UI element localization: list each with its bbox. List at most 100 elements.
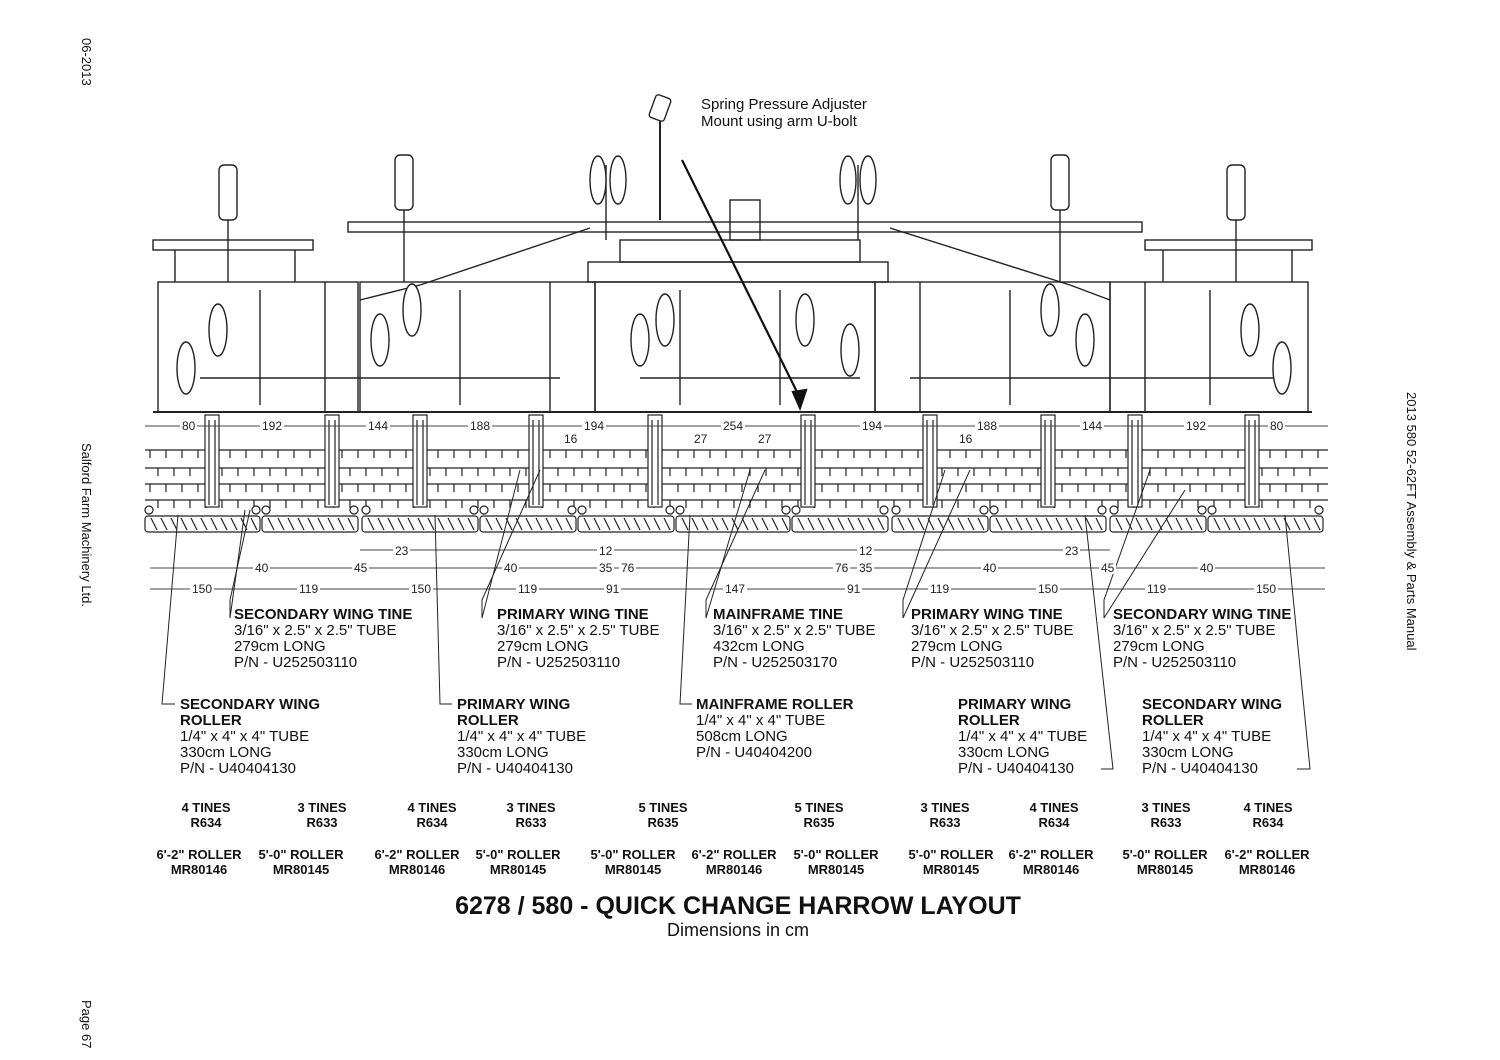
secondary-wing-tine-callout: SECONDARY WING TINE 3/16" x 2.5" x 2.5" … <box>234 607 412 671</box>
roller-bar <box>623 517 631 531</box>
roller-mount <box>665 505 675 515</box>
secondary-wing-roller-callout: SECONDARY WING ROLLER 1/4" x 4" x 4" TUB… <box>180 697 320 777</box>
roller-bar <box>545 517 553 531</box>
roller-bar <box>917 517 925 531</box>
dim-label: 12 <box>597 544 615 558</box>
roller-mount <box>1197 505 1207 515</box>
roller-bar <box>721 517 729 531</box>
callout-title: ROLLER <box>180 712 242 729</box>
roller-bar <box>1095 517 1103 531</box>
roller-bar <box>1035 517 1043 531</box>
dim-label: 144 <box>366 419 391 433</box>
callout-title: MAINFRAME TINE <box>713 606 843 623</box>
roller-mount <box>781 505 791 515</box>
roller-mount <box>567 505 577 515</box>
roller-bar <box>691 517 699 531</box>
roller-bar <box>633 517 641 531</box>
dim-label: 23 <box>1063 544 1081 558</box>
callout-line: 1/4" x 4" x 4" TUBE <box>1142 728 1272 745</box>
roller-bar <box>1233 517 1241 531</box>
dim-label: 188 <box>975 419 1000 433</box>
roller-bar <box>877 517 885 531</box>
callout-line: 330cm LONG <box>958 744 1050 761</box>
roller-bar <box>1135 517 1143 531</box>
roller-mount <box>144 505 154 515</box>
roller-bar <box>937 517 945 531</box>
roller-bar <box>1243 517 1251 531</box>
roller-mount <box>1097 505 1107 515</box>
roller-bar <box>781 517 789 531</box>
harrow-shank <box>1127 414 1143 508</box>
secondary-wing-tine-callout: SECONDARY WING TINE 3/16" x 2.5" x 2.5" … <box>1113 607 1291 671</box>
dim-label: 192 <box>260 419 285 433</box>
roller-mount <box>251 505 261 515</box>
roller-bar <box>367 517 375 531</box>
callout-line: P/N - U252503110 <box>1113 654 1237 671</box>
callout-line: 432cm LONG <box>713 638 805 655</box>
roller <box>261 515 359 533</box>
callout-line: 3/16" x 2.5" x 2.5" TUBE <box>911 622 1074 639</box>
dim-label: 45 <box>352 561 370 575</box>
callout-line: 3/16" x 2.5" x 2.5" TUBE <box>1113 622 1276 639</box>
roller-bar <box>593 517 601 531</box>
callout-title: PRIMARY WING <box>958 696 1072 713</box>
roller-bar <box>170 517 178 531</box>
dim-label: 188 <box>468 419 493 433</box>
dim-label: 23 <box>393 544 411 558</box>
harrow-shank <box>922 414 938 508</box>
roller-bar <box>1075 517 1083 531</box>
roller <box>891 515 989 533</box>
roller-bar <box>583 517 591 531</box>
roller-bar <box>857 517 865 531</box>
roller-bar <box>1085 517 1093 531</box>
right-platform <box>1144 239 1313 251</box>
dim-label: 192 <box>1184 419 1209 433</box>
roller-bar <box>771 517 779 531</box>
harrow-shank <box>528 414 544 508</box>
roller-mount <box>675 505 685 515</box>
roller-bar <box>663 517 671 531</box>
roller-bar <box>995 517 1003 531</box>
roller-bar <box>1115 517 1123 531</box>
dim-label: 80 <box>180 419 198 433</box>
mainframe-roller-callout: MAINFRAME ROLLER 1/4" x 4" x 4" TUBE 508… <box>696 697 854 761</box>
callout-line: 279cm LONG <box>1113 638 1205 655</box>
callout-title: SECONDARY WING TINE <box>234 606 413 623</box>
dim-label: 194 <box>582 419 607 433</box>
roller-bar <box>947 517 955 531</box>
primary-wing-roller-callout: PRIMARY WING ROLLER 1/4" x 4" x 4" TUBE … <box>457 697 586 777</box>
dim-label: 147 <box>723 582 748 596</box>
spring-note-line1: Spring Pressure Adjuster <box>701 96 867 113</box>
roller-bar <box>711 517 719 531</box>
roller-bar <box>847 517 855 531</box>
roller-bar <box>555 517 563 531</box>
roller-mount <box>1207 505 1217 515</box>
callout-line: 1/4" x 4" x 4" TUBE <box>457 728 587 745</box>
roller-bar <box>1015 517 1023 531</box>
roller-bar <box>797 517 805 531</box>
roller-mount <box>891 505 901 515</box>
roller-bar <box>190 517 198 531</box>
roller-bar <box>180 517 188 531</box>
roller-bar <box>837 517 845 531</box>
roller-bar <box>1145 517 1153 531</box>
dim-label: 91 <box>845 582 863 596</box>
harrow-shank <box>204 414 220 508</box>
roller-bar <box>957 517 965 531</box>
roller-bar <box>1165 517 1173 531</box>
roller-bar <box>1273 517 1281 531</box>
roller-bar <box>150 517 158 531</box>
roller-bar <box>827 517 835 531</box>
dim-label: 40 <box>502 561 520 575</box>
callout-title: SECONDARY WING <box>180 696 321 713</box>
